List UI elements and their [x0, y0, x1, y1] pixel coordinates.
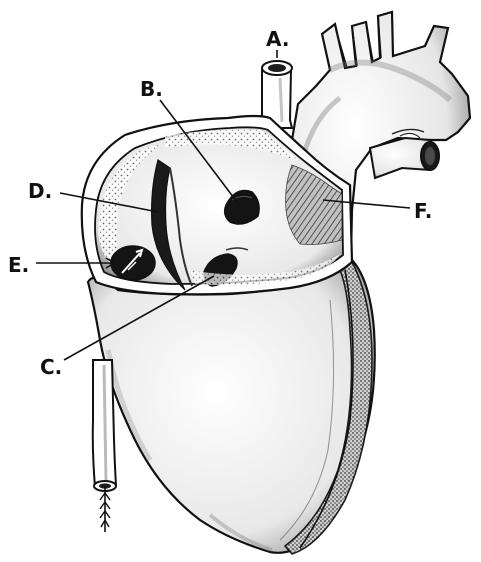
label-c: C. — [40, 355, 62, 379]
label-a: A. — [266, 27, 289, 51]
vessel-inferior — [93, 360, 116, 532]
label-e: E. — [8, 253, 29, 277]
label-f: F. — [414, 199, 432, 223]
label-d: D. — [28, 179, 52, 203]
label-b: B. — [140, 77, 163, 101]
ventricle — [88, 260, 375, 554]
